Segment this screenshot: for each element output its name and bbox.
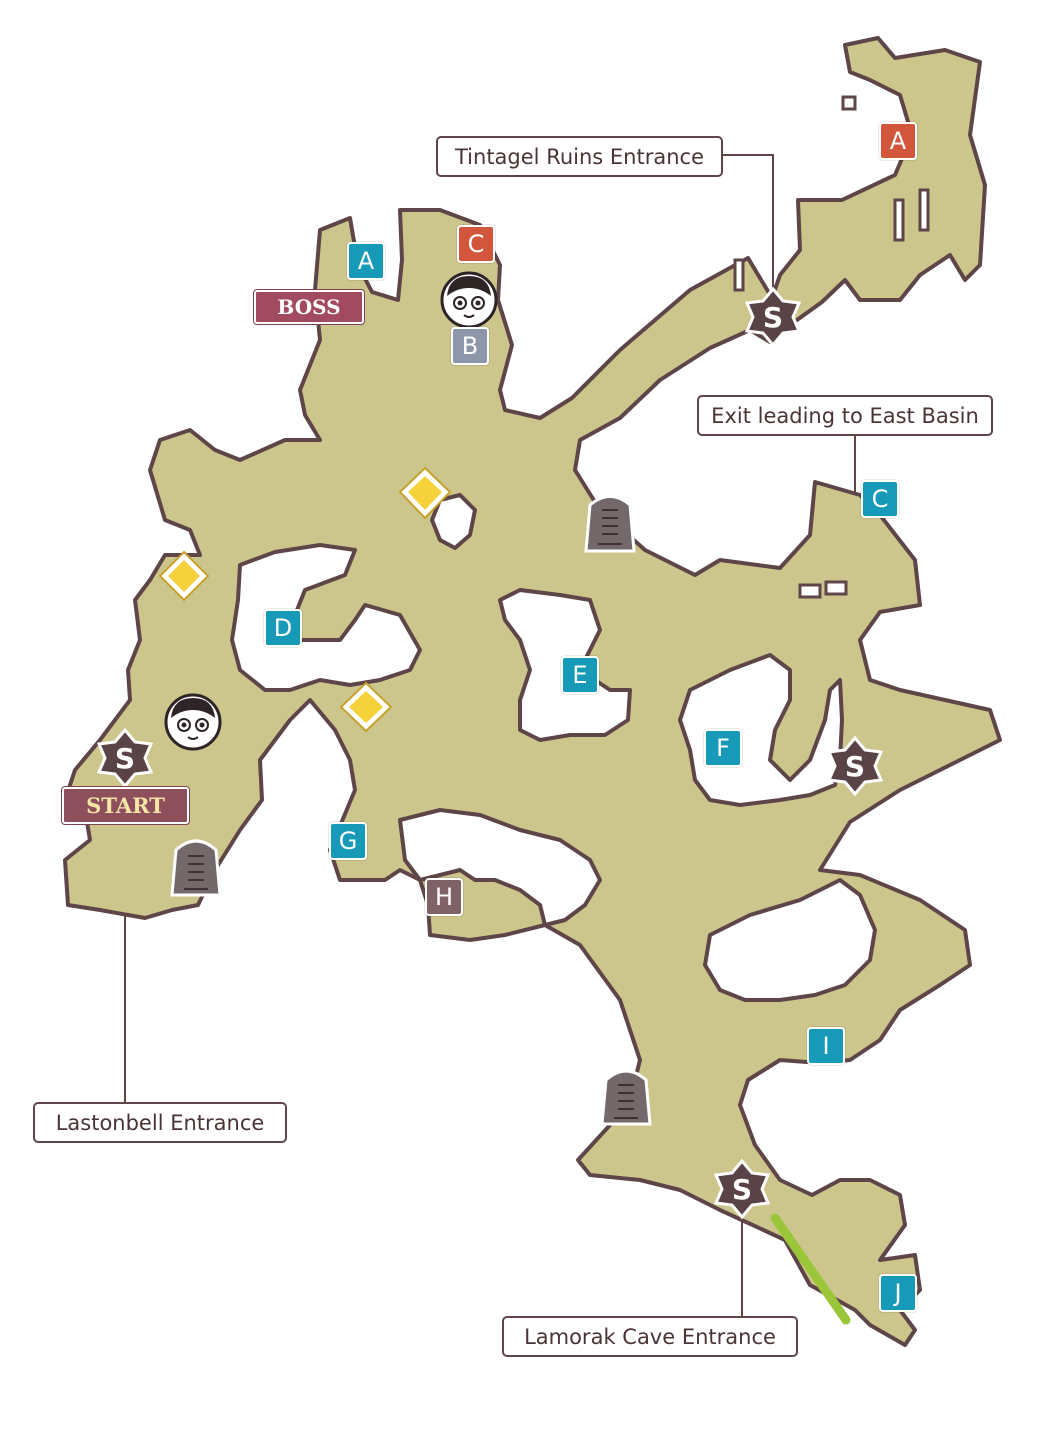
npc-face-icon [164, 693, 222, 751]
hole-south-east [703, 878, 877, 1002]
ruin-wall [918, 188, 930, 232]
tintagel-leader-line [722, 154, 774, 300]
svg-text:S: S [115, 742, 135, 775]
marker-slate-b: B [451, 327, 489, 365]
marker-teal-f: F [704, 729, 742, 767]
sparkle-icon [398, 466, 452, 520]
ruin-block [841, 95, 857, 111]
marker-teal-d: D [264, 609, 302, 647]
marker-brown-h: H [425, 878, 463, 916]
save-point-icon: S [713, 1158, 771, 1220]
gravestone-icon [600, 1069, 652, 1126]
save-point-icon: S [826, 735, 884, 797]
hole-center-small [430, 493, 477, 550]
marker-red-c: C [457, 225, 495, 263]
marker-teal-g: G [329, 822, 367, 860]
east-basin-exit-callout: Exit leading to East Basin [697, 395, 993, 436]
svg-text:S: S [763, 301, 783, 334]
sparkle-icon [158, 550, 210, 602]
gravestone-icon [584, 495, 636, 553]
marker-teal-a: A [347, 242, 385, 280]
gap-northwest [350, 300, 470, 385]
ruin-wall [798, 583, 822, 599]
marker-teal-i: I [807, 1027, 845, 1065]
lastonbell-entrance-callout: Lastonbell Entrance [33, 1102, 287, 1143]
hole-south-west [398, 808, 602, 927]
marker-teal-e: E [561, 656, 599, 694]
svg-text:S: S [845, 750, 865, 783]
hole-west-bay [230, 543, 422, 692]
hole-east [678, 653, 844, 807]
hole-far-west [70, 740, 110, 800]
ruin-wall [733, 258, 745, 292]
svg-text:S: S [732, 1173, 752, 1206]
marker-teal-c: C [861, 480, 899, 518]
marker-red-a: A [879, 122, 917, 160]
boss-banner: BOSS [254, 290, 364, 324]
tintagel-ruins-entrance-callout: Tintagel Ruins Entrance [436, 136, 723, 177]
marker-teal-j: J [879, 1274, 917, 1312]
route-marker [770, 1213, 851, 1325]
save-point-icon: S [744, 286, 802, 348]
ruin-wall [893, 198, 905, 242]
lamorak-cave-entrance-callout: Lamorak Cave Entrance [502, 1316, 798, 1357]
ruin-wall [824, 580, 848, 596]
sparkle-icon [339, 681, 393, 733]
start-banner: START [62, 787, 189, 824]
save-point-icon: S [96, 727, 154, 789]
npc-face-icon [440, 271, 498, 329]
gravestone-icon [170, 839, 222, 897]
